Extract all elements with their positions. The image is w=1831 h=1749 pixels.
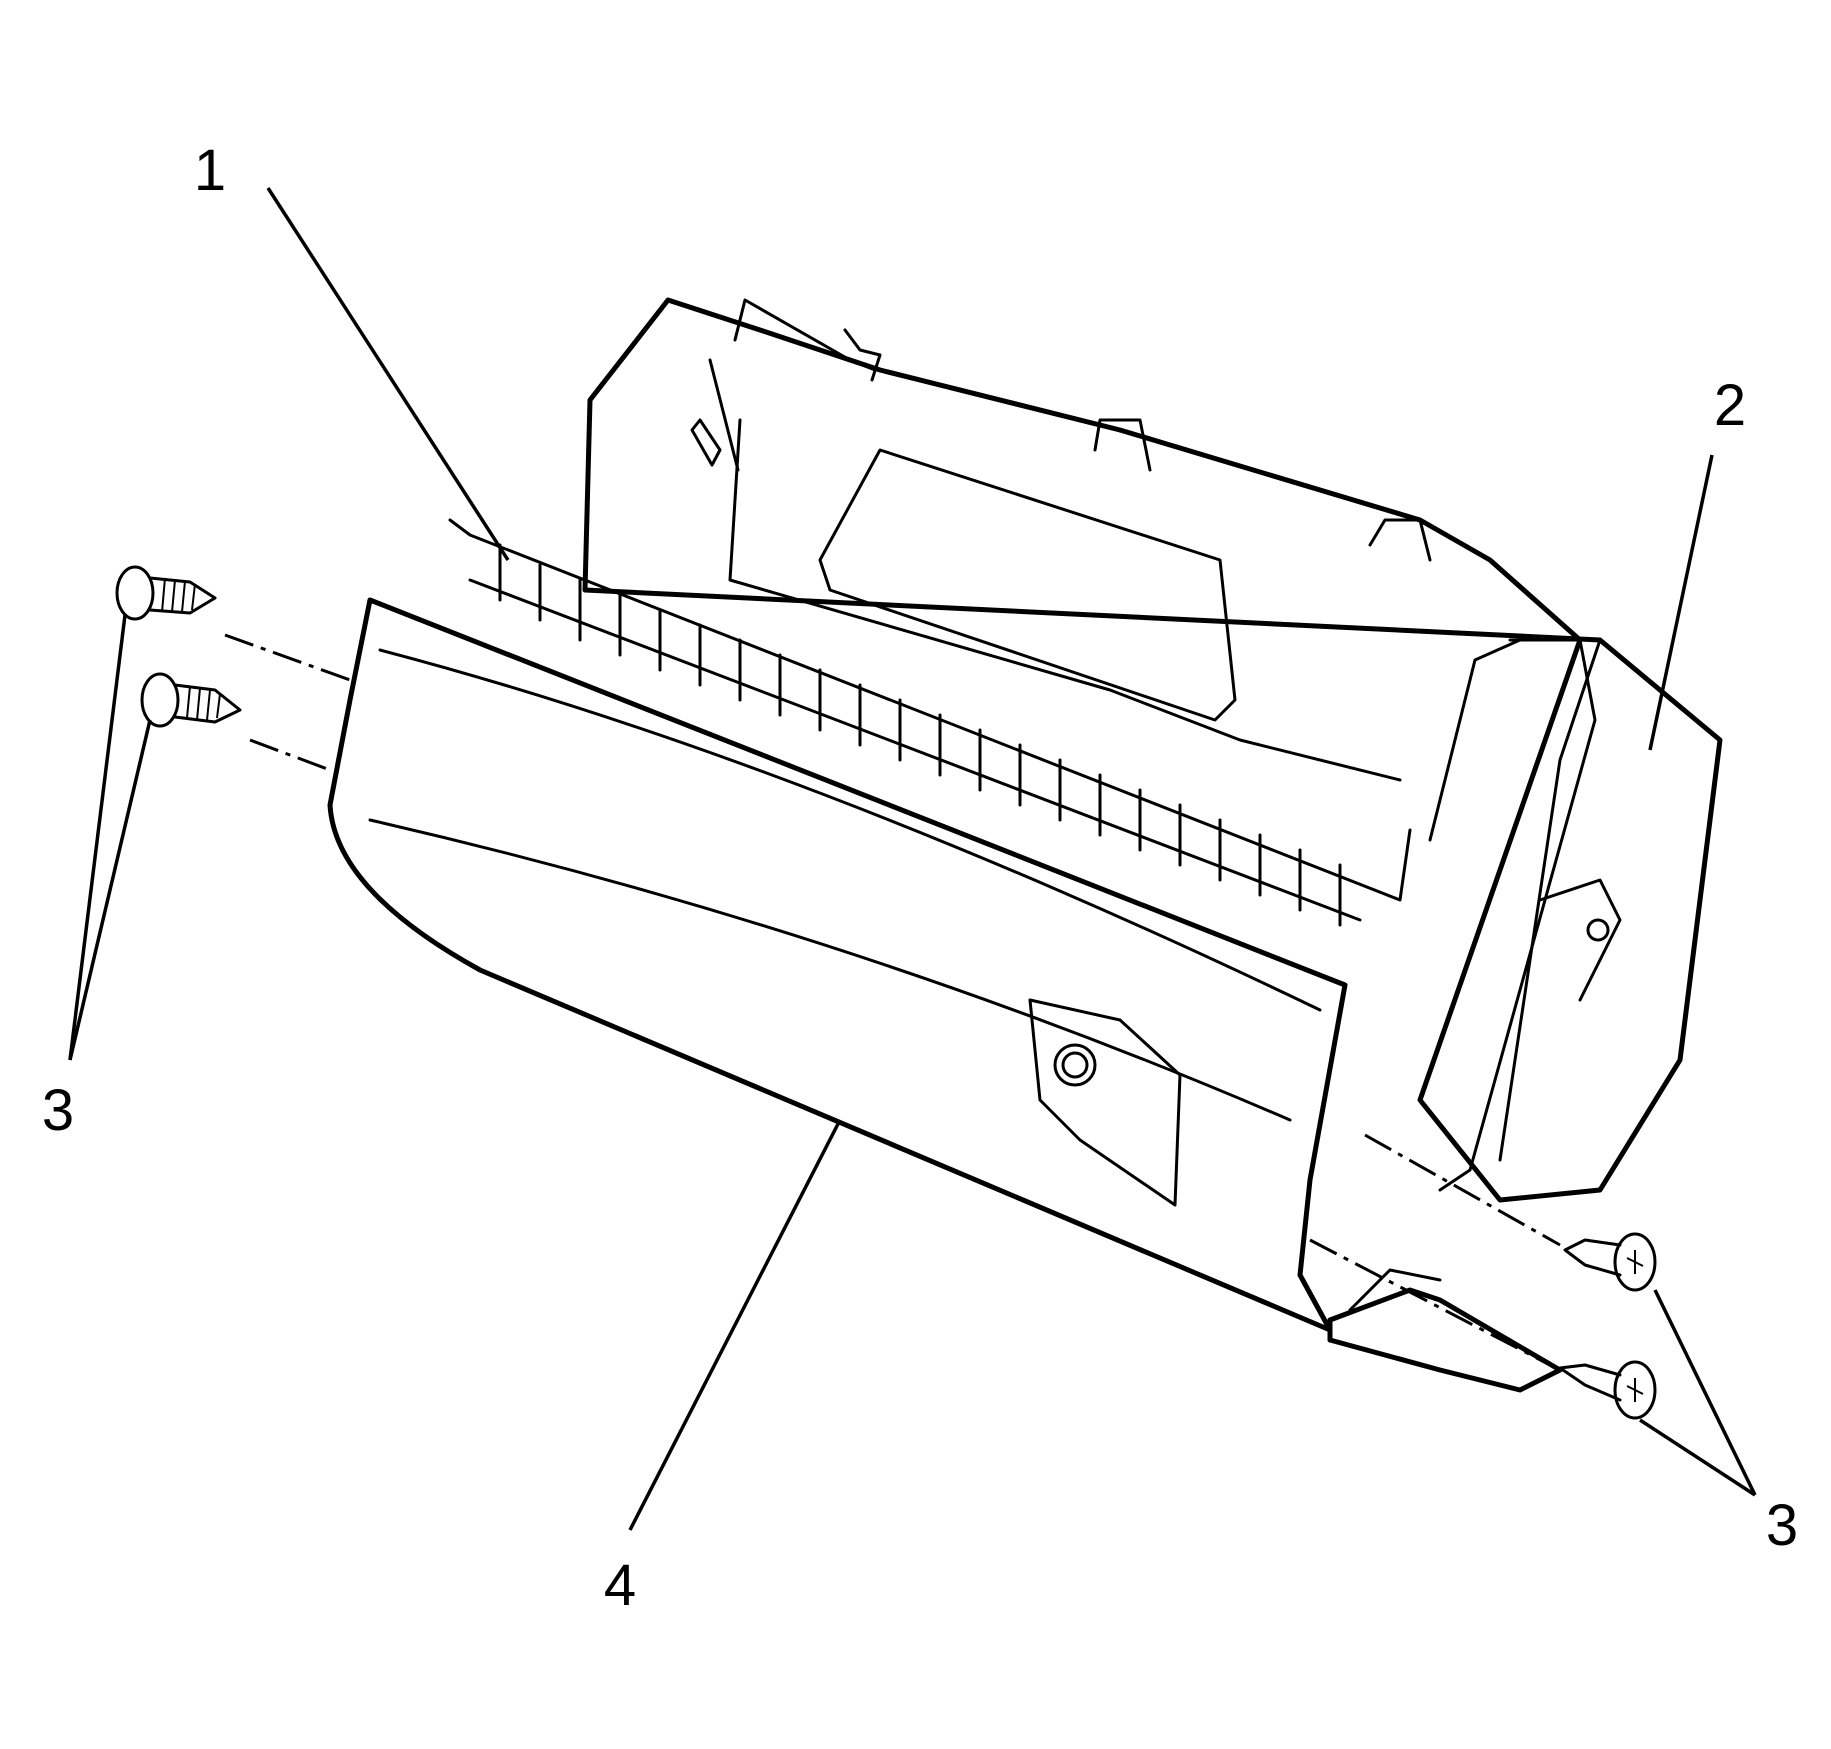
screw-upper-right xyxy=(1563,1232,1657,1292)
callout-3-right: 3 xyxy=(1766,1493,1798,1558)
screw-upper-left xyxy=(115,565,217,621)
callout-4: 4 xyxy=(604,1553,636,1618)
glove-box-door xyxy=(327,597,1348,1333)
fastener-alignment-lines xyxy=(224,633,1561,1367)
callout-1: 1 xyxy=(194,138,226,203)
callout-2: 2 xyxy=(1714,373,1746,438)
screw-lower-right xyxy=(1558,1360,1657,1420)
screw-lower-left xyxy=(140,672,242,728)
callout-3-left: 3 xyxy=(42,1078,74,1143)
glove-box-liner-ribs xyxy=(448,518,1412,927)
lower-bracket xyxy=(1327,1268,1563,1393)
glove-box-housing xyxy=(582,297,1723,1203)
leader-lines xyxy=(68,187,1757,1531)
